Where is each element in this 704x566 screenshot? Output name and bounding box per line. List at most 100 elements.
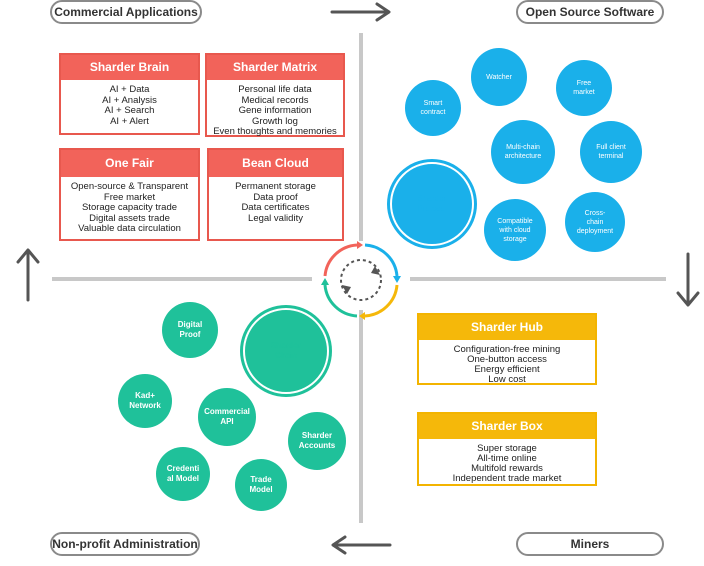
sharder-matrix-card: Sharder Matrix Personal life data Medica… — [205, 53, 345, 137]
card-item: Free market — [103, 191, 156, 203]
card-item: Medical records — [241, 94, 309, 106]
card-item: Super storage — [477, 443, 537, 454]
node-label-line: Network — [129, 401, 161, 410]
card-body: AI + Data AI + Analysis AI + Search AI +… — [61, 80, 198, 127]
card-body: Open-source & Transparent Free market St… — [61, 177, 198, 235]
node-label-line: Kad+ — [135, 391, 155, 400]
card-item: Independent trade market — [452, 473, 562, 484]
open-source-software-label: Open Source Software — [516, 0, 664, 24]
card-item: Permanent storage — [235, 181, 316, 192]
arrow-left-icon — [331, 535, 392, 555]
node-label-line: Credenti — [166, 464, 200, 473]
arrow-right-icon — [330, 2, 391, 22]
card-item: Legal validity — [248, 212, 303, 224]
node-label-line: Trade — [250, 475, 272, 484]
card-item: Configuration-free mining — [453, 344, 561, 355]
node-label-line: with cloud — [499, 226, 531, 234]
one-fair-card: One Fair Open-source & Transparent Free … — [59, 148, 200, 241]
commercial-applications-label: Commercial Applications — [50, 0, 202, 24]
card-title: Bean Cloud — [209, 150, 342, 177]
node-label-line: Free — [576, 80, 592, 87]
arrow-down-icon — [676, 252, 700, 307]
node-label-line: Watcher — [486, 73, 512, 81]
node-label-line: storage — [503, 235, 527, 243]
card-title: One Fair — [61, 150, 198, 177]
card-title: Sharder Hub — [419, 315, 595, 340]
card-body: Super storage All-time online Multifold … — [419, 439, 595, 484]
node-label-line: Sharder — [301, 431, 333, 440]
miners-label: Miners — [516, 532, 664, 556]
node-label-line: Smart — [423, 100, 443, 107]
card-item: Growth log — [252, 115, 298, 127]
bean-cloud-card: Bean Cloud Permanent storage Data proof … — [207, 148, 344, 241]
card-body: Permanent storage Data proof Data certif… — [209, 177, 342, 224]
multi-chain-architecture-node: Multi-chain architecture — [491, 120, 555, 184]
card-item: Valuable data circulation — [78, 223, 181, 235]
card-item: AI + Search — [104, 105, 155, 117]
node-label-line: chain — [586, 218, 604, 226]
smart-contract-node: Smart contract — [405, 80, 461, 136]
card-item: Storage capacity trade — [81, 202, 178, 214]
node-label-line: Multi-chain — [506, 144, 540, 151]
card-item: All-time online — [477, 453, 537, 464]
node-label-line: al Model — [166, 474, 199, 483]
node-label-line: Chain — [274, 351, 298, 360]
card-item: Data proof — [253, 191, 298, 203]
node-label-line: Model — [249, 485, 273, 494]
node-label-line: API — [220, 417, 234, 426]
node-label-line: deployment — [576, 227, 614, 235]
card-item: Personal life data — [238, 84, 312, 95]
card-item: Gene information — [238, 105, 312, 117]
card-item: Low cost — [488, 374, 526, 385]
vertical-divider-bottom — [359, 310, 363, 523]
card-item: AI + Analysis — [102, 94, 157, 106]
full-client-terminal-node: Full client terminal — [580, 121, 642, 183]
node-label-line: Compatible — [497, 217, 533, 225]
node-label-line: architecture — [504, 153, 542, 160]
card-item: Energy efficient — [474, 364, 540, 375]
horizontal-divider-right — [410, 277, 666, 281]
watcher-node: Watcher — [471, 48, 527, 106]
node-label-line: terminal — [598, 153, 624, 160]
node-label-line: Cross- — [584, 209, 606, 217]
arrow-up-icon — [16, 248, 40, 302]
card-item: Data certificates — [241, 202, 310, 214]
node-label-line: Protocol — [417, 204, 447, 213]
card-title: Sharder Box — [419, 414, 595, 439]
sharder-hub-card: Sharder Hub Configuration-free mining On… — [417, 313, 597, 385]
node-label-line: Sharder — [417, 194, 447, 203]
card-item: AI + Data — [109, 84, 150, 95]
card-item: Digital assets trade — [89, 212, 170, 224]
card-title: Sharder Brain — [61, 55, 198, 80]
node-label-line: contract — [420, 109, 446, 116]
card-item: Even thoughts and memories — [213, 126, 337, 138]
card-body: Configuration-free mining One-button acc… — [419, 340, 595, 385]
card-item: Open-source & Transparent — [70, 181, 189, 192]
node-label-line: Proof — [179, 330, 201, 339]
node-label-line: Digital — [177, 320, 203, 329]
card-item: One-button access — [467, 354, 547, 365]
kad-network-node: Kad+Network — [118, 374, 172, 428]
cycle-icon — [321, 241, 401, 320]
card-body: Personal life data Medical records Gene … — [207, 80, 343, 138]
card-item: Multifold rewards — [471, 463, 543, 474]
node-label-line: Full client — [596, 144, 626, 151]
node-label-line: Sharder — [270, 341, 302, 350]
vertical-divider-top — [359, 33, 363, 241]
card-item: AI + Alert — [110, 115, 149, 127]
node-label-line: Accounts — [298, 441, 336, 450]
sharder-brain-card: Sharder Brain AI + Data AI + Analysis AI… — [59, 53, 200, 135]
non-profit-administration-label: Non-profit Administration — [50, 532, 200, 556]
node-label-line: Commercial — [204, 407, 250, 416]
